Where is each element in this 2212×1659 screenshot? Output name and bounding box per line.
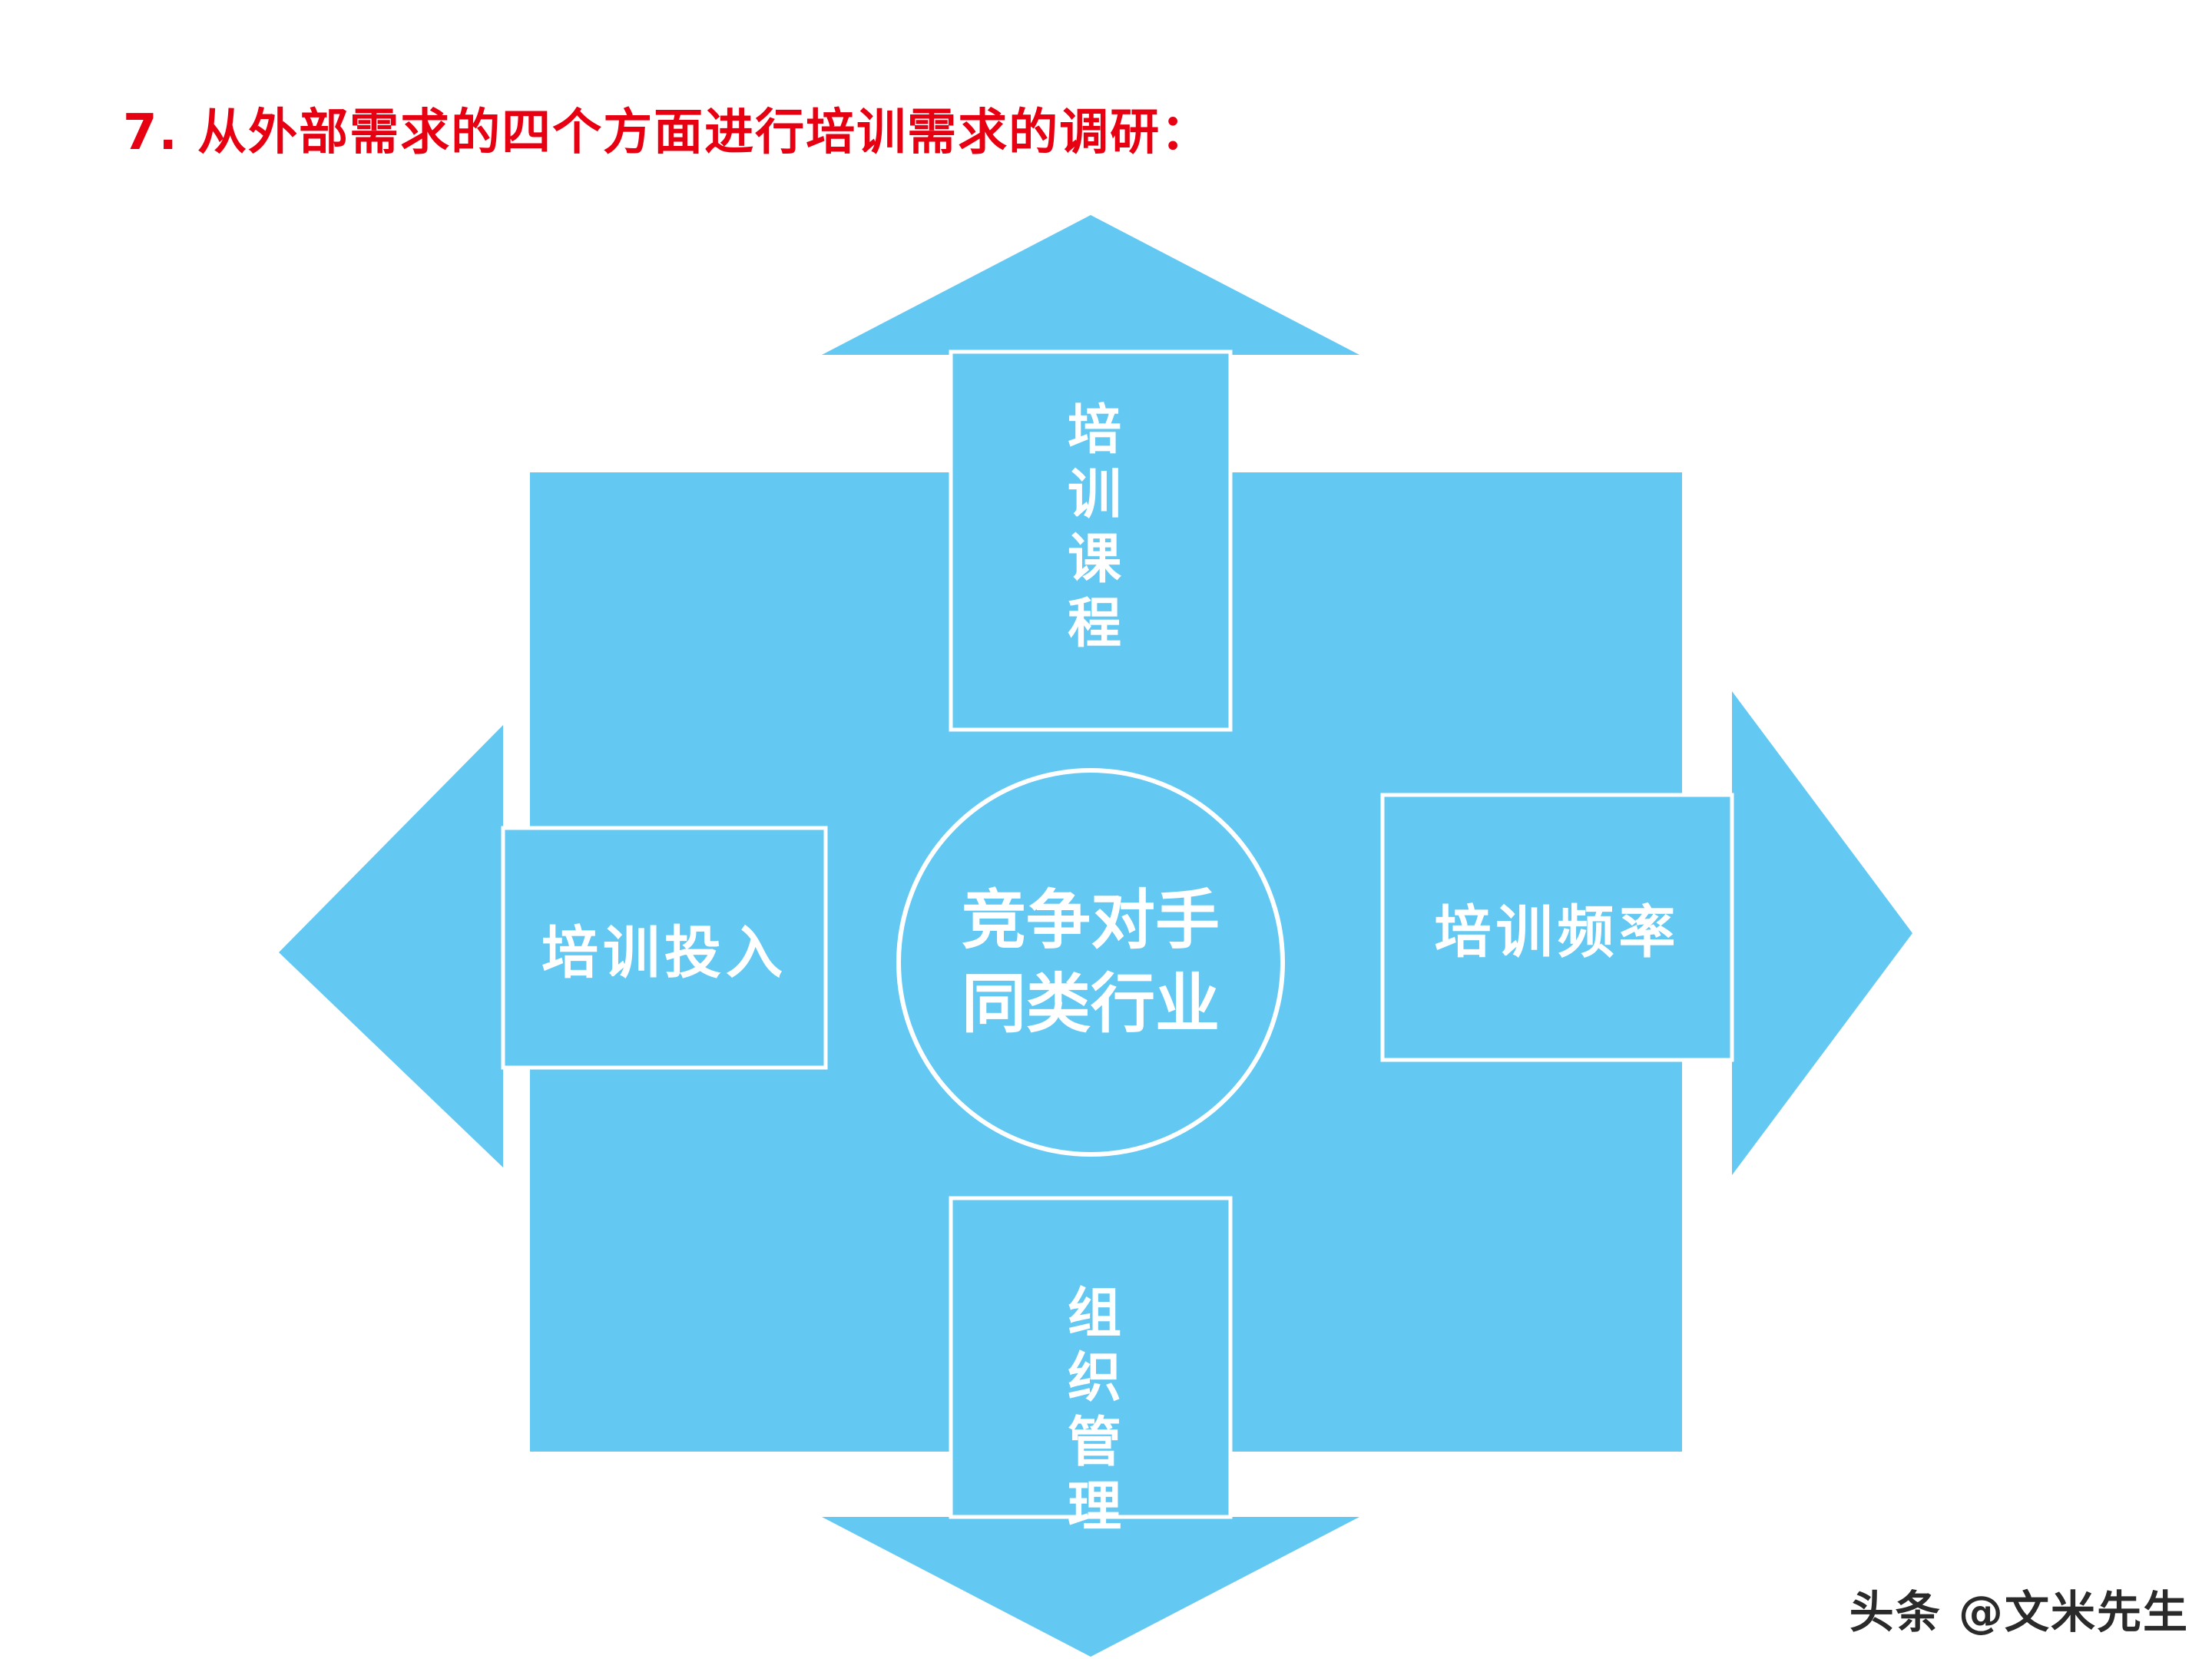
bottom-label-box <box>949 1196 1233 1519</box>
slide-title: 7. 从外部需求的四个方面进行培训需求的调研： <box>123 104 1212 161</box>
left-arrow-label: 培训投入 <box>541 919 787 986</box>
center-circle <box>896 768 1285 1157</box>
left-arrow-icon <box>279 725 503 1167</box>
watermark: 头条 @文米先生 <box>1849 1586 2189 1638</box>
left-label-box <box>501 826 828 1070</box>
right-arrow-label: 培训频率 <box>1434 899 1681 965</box>
center-circle-text: 竞争对手 同类行业 <box>895 767 1286 1158</box>
center-circle-line1: 竞争对手 <box>961 882 1220 958</box>
center-circle-line2: 同类行业 <box>961 966 1220 1041</box>
top-label-box <box>949 349 1233 732</box>
bottom-arrow-label: 组织管理 <box>1058 1284 1122 1542</box>
top-arrow-label: 培训课程 <box>1058 401 1122 659</box>
top-arrow-icon <box>822 215 1359 355</box>
right-label-box <box>1380 793 1734 1062</box>
right-arrow-icon <box>1732 691 1912 1175</box>
bottom-arrow-icon <box>822 1517 1359 1657</box>
